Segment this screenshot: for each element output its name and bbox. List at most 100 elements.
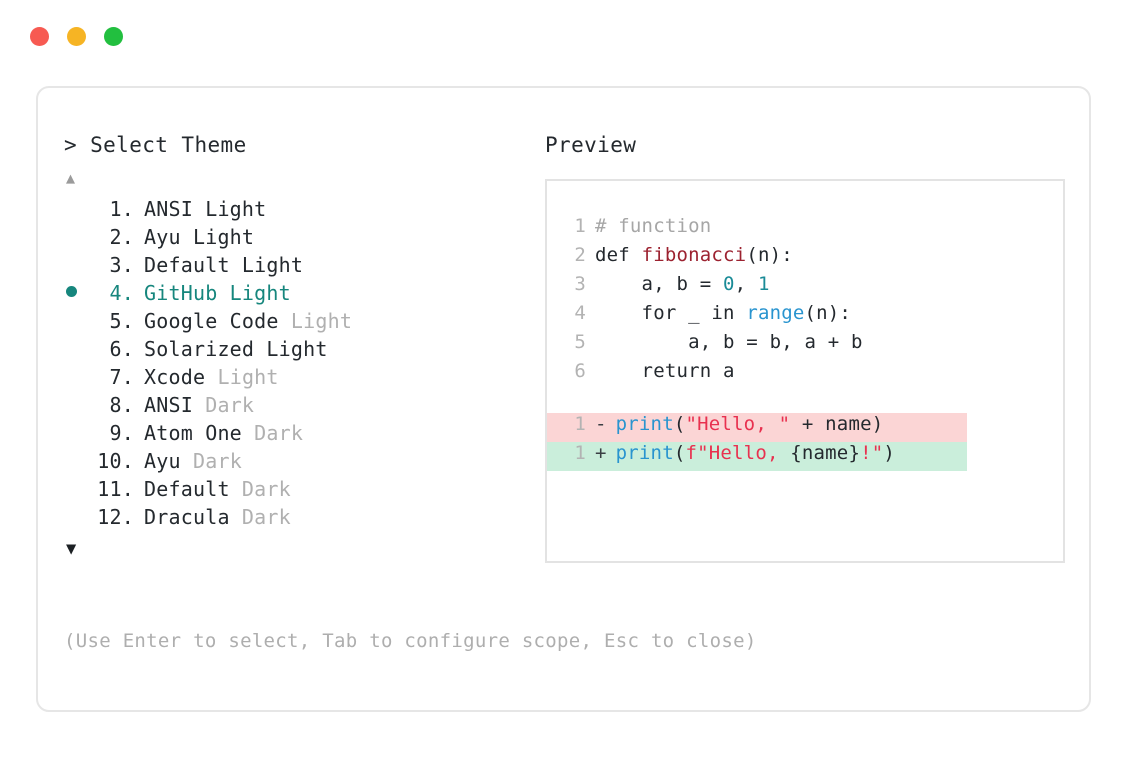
code-token-string: !": [860, 442, 884, 464]
theme-item-number: 7.: [109, 365, 134, 389]
scroll-up-icon[interactable]: ▲: [66, 169, 76, 187]
theme-item-number: 1.: [109, 197, 134, 221]
line-number: 4: [574, 302, 586, 324]
theme-list-item[interactable]: 2.Ayu Light: [64, 225, 534, 253]
diff-line-number: 1: [574, 442, 586, 464]
close-dot[interactable]: [30, 26, 49, 46]
code-token-plain: for _ in: [595, 302, 747, 324]
theme-list-item[interactable]: 7.Xcode Light: [64, 365, 534, 393]
theme-list-item[interactable]: 9.Atom One Dark: [64, 421, 534, 449]
minimize-dot[interactable]: [67, 26, 86, 46]
code-line: 5 a, b = b, a + b: [547, 331, 1063, 360]
page-title: [77, 133, 90, 157]
theme-item-name: Ayu Dark: [134, 449, 242, 473]
code-token-num: 0: [723, 273, 735, 295]
theme-list-item[interactable]: 3. Default Light: [64, 253, 534, 281]
code-token-string: "Hello, ": [685, 413, 791, 435]
theme-item-variant-suffix: Dark: [229, 477, 291, 501]
theme-item-name: Solarized Light: [134, 337, 328, 361]
scroll-down-icon[interactable]: ▼: [66, 539, 77, 559]
theme-item-name-text: Dracula: [144, 505, 230, 529]
code-line-text: return a: [586, 360, 735, 382]
window-titlebar: [0, 0, 1129, 72]
code-token-num: 1: [757, 273, 770, 295]
code-line: 4 for _ in range(n):: [547, 302, 1063, 331]
diff-line-number: 1: [574, 413, 586, 435]
line-number: 2: [574, 244, 586, 266]
diff-line-text: print(f"Hello, {name}!"): [607, 442, 895, 464]
theme-item-name-text: Ayu Light: [144, 225, 255, 249]
theme-item-name: Xcode Light: [134, 365, 279, 389]
theme-item-variant-suffix: Dark: [180, 449, 242, 473]
maximize-dot[interactable]: [104, 26, 123, 46]
theme-item-number: 8.: [109, 393, 134, 417]
theme-list-item[interactable]: 10.Ayu Dark: [64, 449, 534, 477]
code-line-text: for _ in range(n):: [586, 302, 851, 324]
theme-item-name: Default Dark: [134, 477, 291, 501]
code-line-text: def fibonacci(n):: [586, 244, 793, 266]
code-line-text: a, b = 0, 1: [586, 273, 770, 295]
theme-item-name: ANSI Light: [134, 197, 266, 221]
code-token-plain: return a: [595, 360, 735, 382]
theme-item-number: 9.: [109, 421, 134, 445]
prompt-caret-icon: >: [64, 133, 78, 157]
theme-item-number: 4.: [109, 281, 134, 305]
line-number: 1: [574, 215, 586, 237]
selector-title: Select Theme: [90, 133, 247, 157]
code-line: 3 a, b = 0, 1: [547, 273, 1063, 302]
theme-list-item[interactable]: 11.Default Dark: [64, 477, 534, 505]
theme-item-name-text: GitHub Light: [144, 281, 291, 305]
diff-sign: +: [595, 442, 607, 464]
theme-item-name: Google Code Light: [134, 309, 352, 333]
code-token-plain: ,: [734, 273, 758, 295]
theme-list-item[interactable]: 6.Solarized Light: [64, 337, 534, 365]
theme-item-variant-suffix: Dark: [229, 505, 291, 529]
theme-item-name-text: Xcode: [144, 365, 206, 389]
theme-item-number: 11.: [97, 477, 134, 501]
theme-item-name-text: Ayu: [144, 449, 181, 473]
theme-item-name: Ayu Light: [134, 225, 254, 249]
code-token-plain: ): [883, 442, 896, 464]
theme-item-name-text: Google Code: [144, 309, 279, 333]
code-line: 1# function: [547, 215, 1063, 244]
theme-item-variant-suffix: Dark: [192, 393, 255, 417]
theme-item-variant-suffix: Dark: [241, 421, 304, 445]
theme-list-item[interactable]: 12.Dracula Dark: [64, 505, 534, 533]
theme-list-item[interactable]: 8.ANSI Dark: [64, 393, 534, 421]
code-token-plain: (: [673, 413, 686, 435]
theme-item-name: Dracula Dark: [134, 505, 291, 529]
line-number: 3: [574, 273, 586, 295]
theme-item-variant-suffix: Light: [205, 365, 279, 389]
theme-item-name: ANSI Dark: [134, 393, 254, 417]
diff-line-added: 1 +print(f"Hello, {name}!"): [547, 442, 967, 471]
theme-item-number: 3.: [109, 253, 134, 277]
code-line: 6 return a: [547, 360, 1063, 389]
code-token-plain: {name}: [790, 442, 861, 464]
theme-list-panel: > Select Theme ▲ 1. ANSI Light 2.Ayu Light…: [64, 132, 534, 560]
code-token-plain: a, b =: [595, 273, 724, 295]
code-token-plain: def: [595, 244, 642, 266]
diff-line-removed: 1-print("Hello, " + name): [547, 413, 967, 442]
theme-item-name: Default Light: [134, 253, 303, 277]
theme-item-variant-suffix: Light: [278, 309, 353, 333]
code-token-plain: a, b = b, a + b: [595, 331, 863, 353]
code-token-builtin: print: [615, 442, 674, 464]
theme-item-number: 12.: [97, 505, 134, 529]
selected-bullet-icon: [64, 281, 92, 305]
theme-list-item[interactable]: 5.Google Code Light: [64, 309, 534, 337]
theme-item-name: Atom One Dark: [134, 421, 303, 445]
theme-list-item[interactable]: 4. GitHub Light: [64, 281, 534, 309]
theme-item-name-text: Solarized Light: [144, 337, 328, 361]
code-line-text: a, b = b, a + b: [586, 331, 863, 353]
keyboard-hint: (Use Enter to select, Tab to configure s…: [64, 630, 757, 652]
theme-list-item[interactable]: 1. ANSI Light: [64, 197, 534, 225]
code-line-text: # function: [586, 215, 711, 237]
theme-item-name-text: Default Light: [144, 253, 304, 277]
theme-item-name-text: ANSI Light: [144, 197, 267, 221]
code-token-plain: + name): [790, 413, 884, 435]
